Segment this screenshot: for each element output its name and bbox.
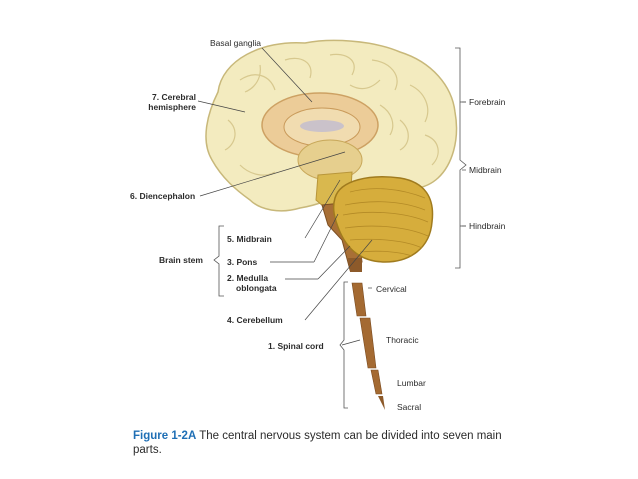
figure-number: Figure 1-2A xyxy=(133,430,197,442)
midbrain-part-label: 5. Midbrain xyxy=(227,234,272,244)
forebrain-label: Forebrain xyxy=(469,97,506,107)
leader-lines xyxy=(197,47,466,346)
cervical-label: Cervical xyxy=(376,284,407,294)
medulla-label-line2: oblongata xyxy=(236,283,277,293)
spinal-cord-shape xyxy=(348,258,385,410)
pons-label: 3. Pons xyxy=(227,257,258,267)
spinal-cord-label: 1. Spinal cord xyxy=(268,341,324,351)
hindbrain-label: Hindbrain xyxy=(469,221,506,231)
lumbar-label: Lumbar xyxy=(397,378,426,388)
brain-stem-brace xyxy=(213,225,224,297)
gyri-lines xyxy=(224,53,439,176)
cerebral-hemisphere-label-line2: hemisphere xyxy=(148,102,196,112)
thoracic-label: Thoracic xyxy=(386,335,419,345)
brain-stem-label: Brain stem xyxy=(159,255,203,265)
spinal-segment-brace xyxy=(339,281,348,409)
cerebral-hemisphere-label-line1: 7. Cerebral xyxy=(152,92,196,102)
basal-ganglia-label: Basal ganglia xyxy=(210,38,262,48)
brain-division-brace xyxy=(455,47,467,269)
midbrain-region-label: Midbrain xyxy=(469,165,502,175)
cerebellum-shape xyxy=(332,176,434,263)
figure-caption-text: The central nervous system can be divide… xyxy=(133,430,502,456)
medulla-label-line1: 2. Medulla xyxy=(227,273,269,283)
cerebellum-label: 4. Cerebellum xyxy=(227,315,283,325)
diencephalon-label: 6. Diencephalon xyxy=(130,191,196,201)
figure-caption: Figure 1-2A The central nervous system c… xyxy=(133,429,513,457)
cerebellum-folia xyxy=(342,188,429,257)
sacral-label: Sacral xyxy=(397,402,422,412)
